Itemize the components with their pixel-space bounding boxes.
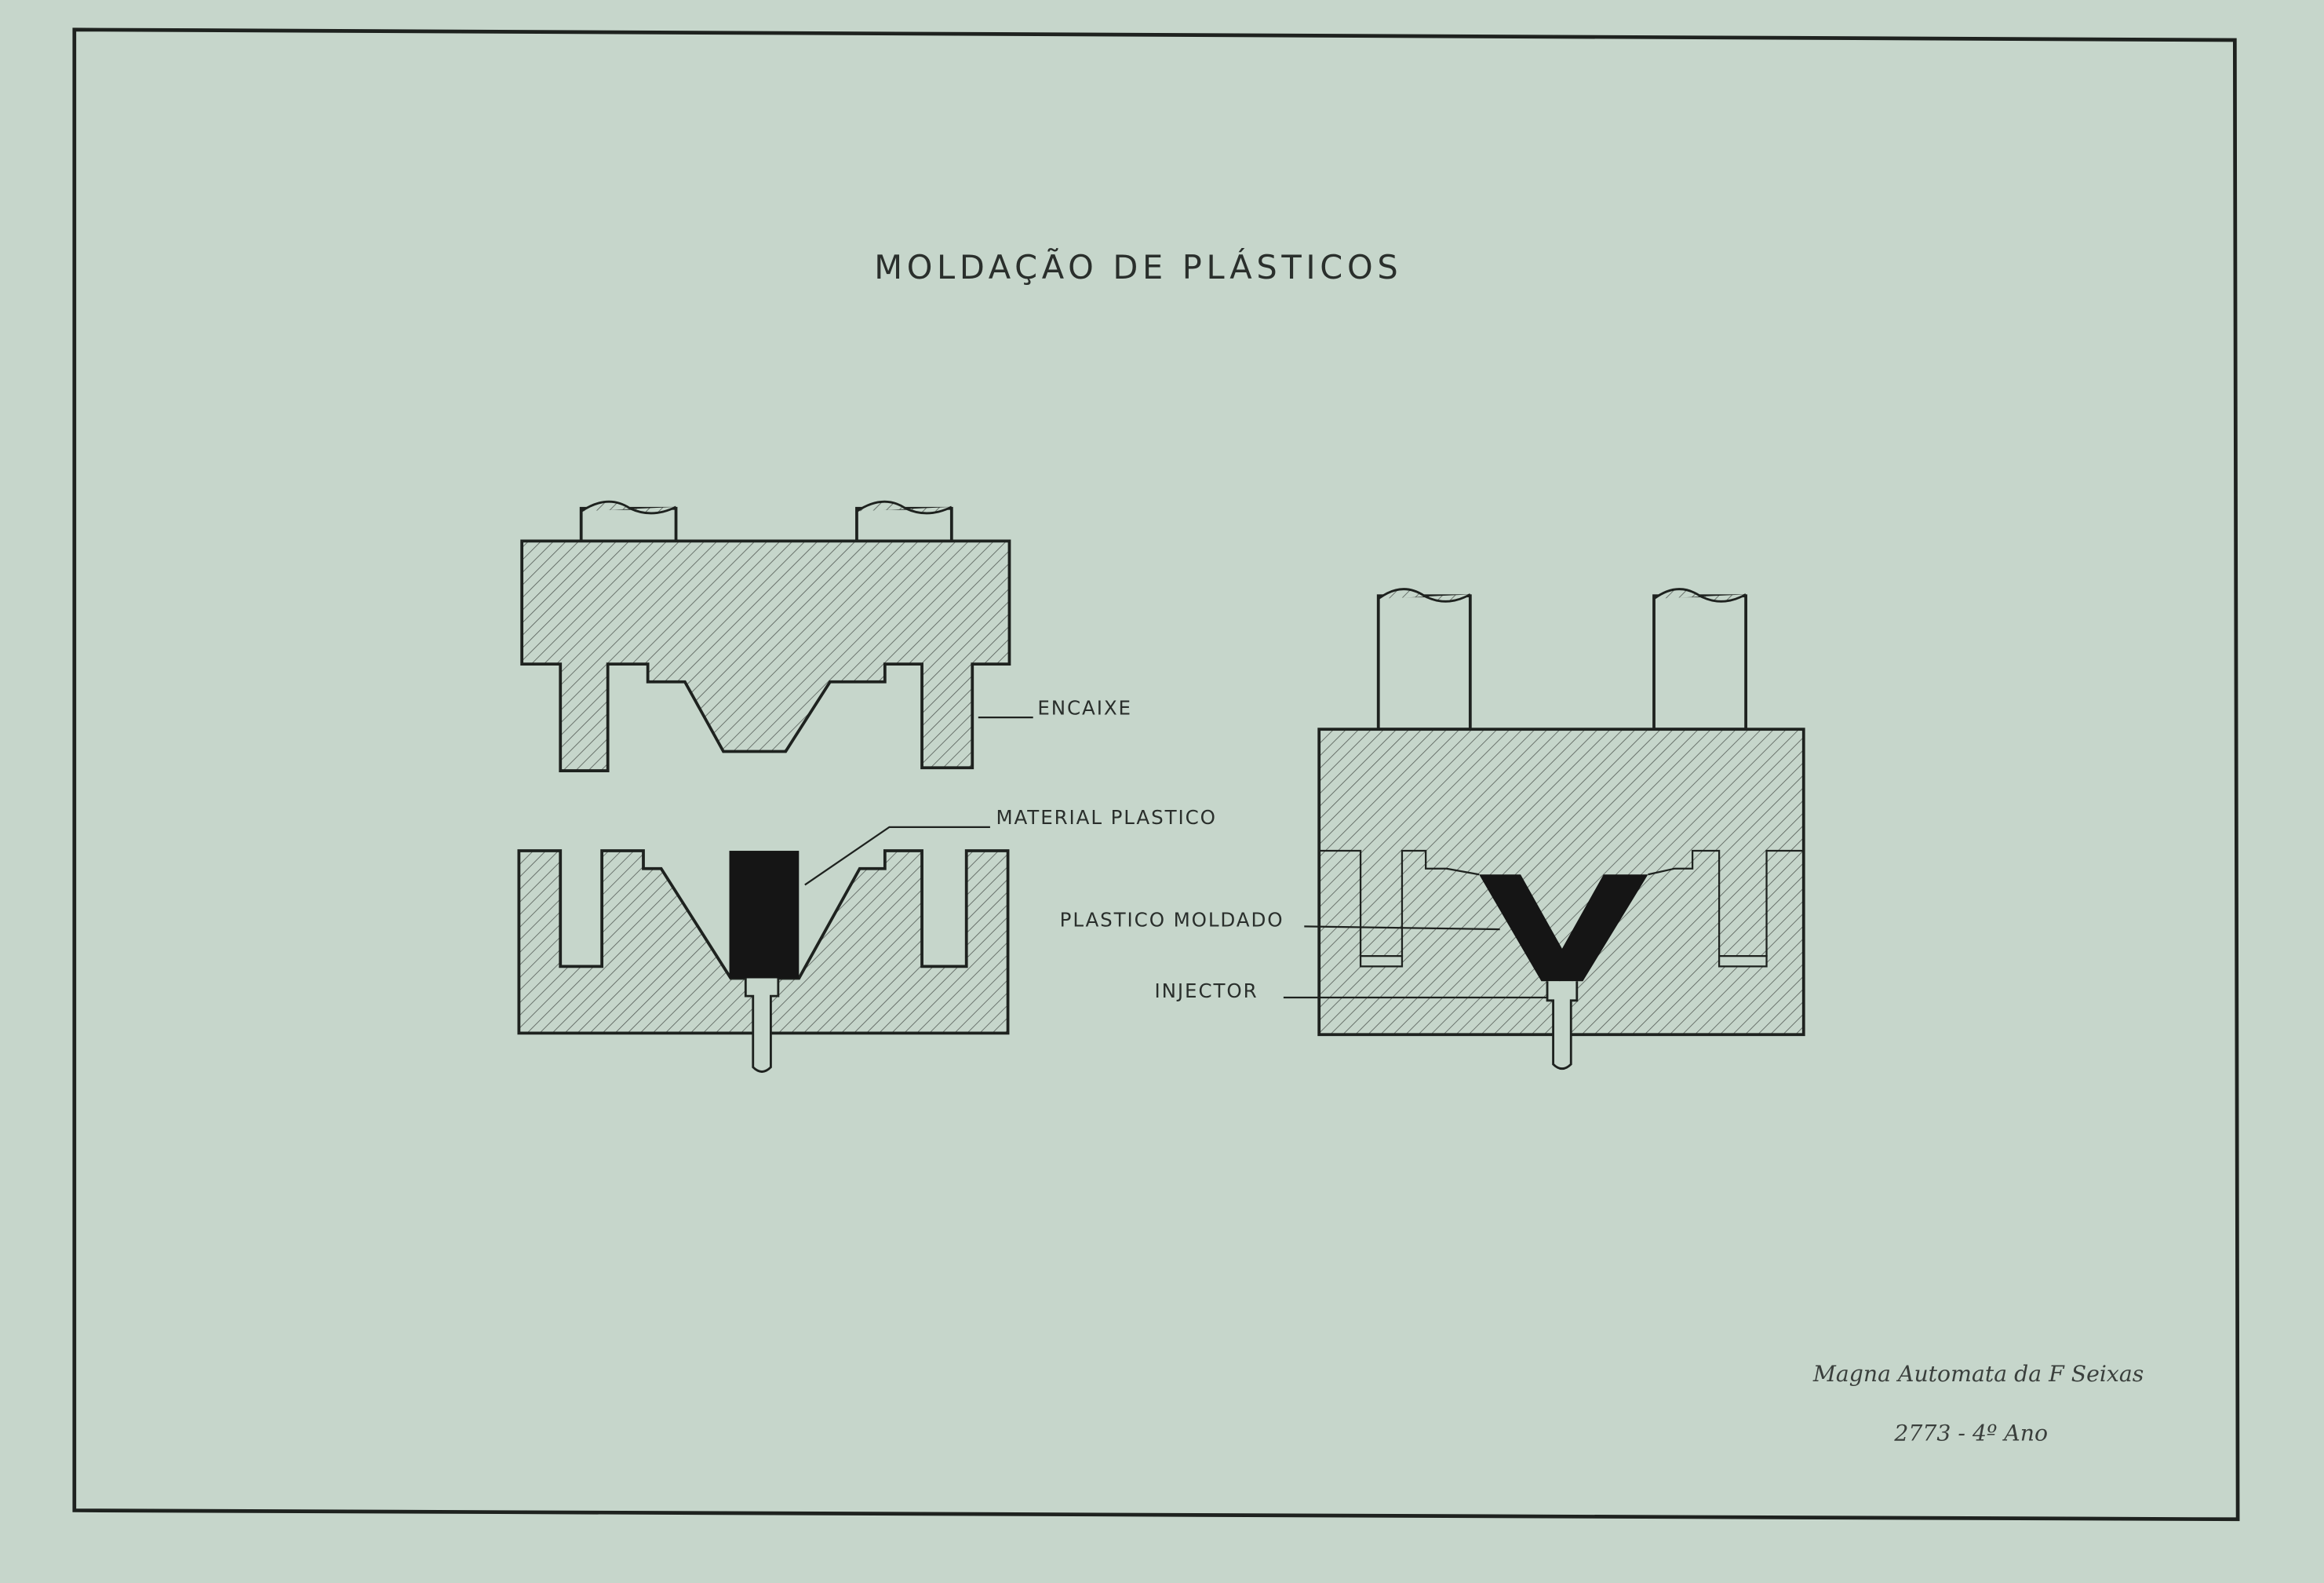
svg-text:Magna Automata da F Seixas: Magna Automata da F Seixas <box>1812 1361 2144 1387</box>
label-material-plastico: MATERIAL PLASTICO <box>996 806 1216 829</box>
label-plastico-moldado: PLASTICO MOLDADO <box>1060 908 1284 931</box>
open-mold: ENCAIXE MATERIAL PLASTICO <box>517 500 1216 1073</box>
piston-left-closed <box>1376 588 1472 731</box>
svg-text:2773 - 4º Ano: 2773 - 4º Ano <box>1893 1421 2048 1446</box>
closed-mold: PLASTICO MOLDADO INJECTOR <box>1060 588 1805 1071</box>
piston-left <box>579 500 678 545</box>
piston-right-closed <box>1652 588 1747 731</box>
injector-left <box>744 978 780 1073</box>
injector-right <box>1546 981 1579 1071</box>
molded-plastic-part <box>1479 874 1648 982</box>
handwritten-signature: Magna Automata da F Seixas 2773 - 4º Ano <box>1812 1361 2144 1446</box>
upper-mold-half <box>520 539 1011 772</box>
piston-right <box>855 500 953 545</box>
drawing-border <box>72 27 2240 1522</box>
lower-mold-half <box>517 849 1010 1035</box>
drawing-title: MOLDAÇÃO DE PLÁSTICOS <box>874 248 1402 286</box>
plastic-material-block <box>729 851 800 979</box>
label-injector: INJECTOR <box>1155 979 1259 1002</box>
label-encaixe: ENCAIXE <box>1037 696 1132 719</box>
